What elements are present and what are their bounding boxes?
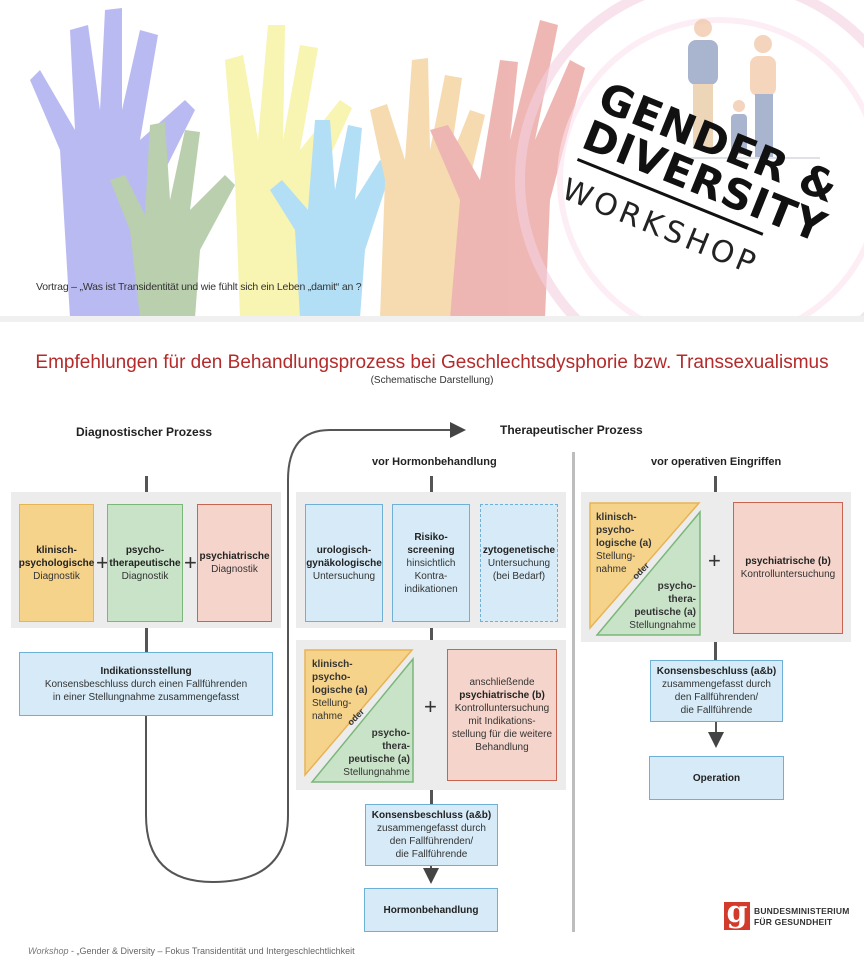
plus-sign: + [96, 550, 109, 575]
triangle-b-bold: psycho- thera- peutische (a) [634, 581, 696, 618]
ministry-name: BUNDESMINISTERIUM FÜR GESUNDHEIT [754, 906, 850, 928]
indication-title: Indikationsstellung [100, 665, 192, 677]
family-illustration [680, 19, 820, 159]
box-label-bold: psycho- therapeutische [109, 544, 181, 569]
box-label: Kontrolluntersuchung [740, 569, 836, 580]
box-psychotherapeutic-diagnostics: psycho- therapeutische Diagnostik [107, 504, 183, 622]
box-indication: Indikationsstellung Konsensbeschluss dur… [19, 652, 273, 716]
box-label-bold: psychiatrische (b) [459, 690, 545, 701]
box-label-bold: psychiatrische [199, 551, 270, 562]
triangle-b-text: Stellungnahme [343, 767, 410, 778]
box-label: Diagnostik [211, 564, 258, 575]
footer-workshop: Workshop [28, 946, 69, 956]
plus-sign: + [708, 548, 721, 573]
box-consensus-surgery: Konsensbeschluss (a&b) zusammengefasst d… [650, 660, 783, 722]
indication-line: in einer Stellungnahme zusammengefasst [52, 691, 240, 703]
consensus-title: Konsensbeschluss (a&b) [656, 666, 777, 677]
talk-caption: Vortrag – „Was ist Transidentität und wi… [36, 281, 362, 293]
ministry-line: BUNDESMINISTERIUM [754, 906, 850, 916]
triangle-clinical-psychological [589, 502, 701, 631]
consensus-text: zusammengefasst durch den Fallführenden/… [377, 823, 486, 860]
triangle-clinical-psychological [304, 649, 414, 778]
either-or-triangles [304, 649, 414, 783]
triangle-b-text: Stellungnahme [629, 620, 696, 631]
triangle-b-label: psycho- thera- peutische (a) Stellungnah… [616, 580, 696, 632]
either-or-triangles-surgery [589, 502, 701, 636]
hand-blue [270, 120, 392, 318]
triangle-b-bold: psycho- thera- peutische (a) [348, 728, 410, 765]
box-label: Untersuchung (bei Bedarf) [487, 557, 551, 582]
triangle-a-text: Stellung- nahme [312, 698, 352, 722]
box-psychiatric-control-hormone: anschließende psychiatrische (b) Kontrol… [447, 649, 557, 781]
heading-diagnostic: Diagnostischer Prozess [76, 425, 213, 439]
hand-green [110, 122, 235, 318]
diagram-subtitle: (Schematische Darstellung) [370, 375, 494, 386]
box-label: Diagnostik [121, 570, 169, 582]
triangle-a-bold: klinisch- psycho- logische (a) [312, 659, 368, 696]
box-label-bold: urologisch- gynäkologische [306, 544, 382, 569]
hand-red [430, 20, 585, 318]
box-hormone-therapy: Hormonbehandlung [364, 888, 498, 932]
heading-before-surgery: vor operativen Eingriffen [651, 456, 782, 468]
box-psychiatric-diagnostics: psychiatrische Diagnostik [197, 504, 272, 622]
box-operation: Operation [649, 756, 784, 800]
ministry-line: FÜR GESUNDHEIT [754, 917, 833, 927]
plus-sign: + [184, 550, 197, 575]
result-label: Hormonbehandlung [383, 904, 479, 916]
box-label: hinsichtlich Kontra- indikationen [404, 557, 458, 595]
triangle-a-label: klinisch- psycho- logische (a) Stellung-… [312, 658, 368, 723]
footer-text: - „Gender & Diversity – Fokus Transident… [68, 946, 355, 956]
box-label-pre: anschließende [469, 677, 535, 688]
box-consensus-hormone: Konsensbeschluss (a&b) zusammengefasst d… [365, 804, 498, 866]
triangle-psychotherapeutic [310, 656, 414, 783]
triangle-psychotherapeutic [595, 509, 701, 636]
box-label-bold: klinisch- psychologische [18, 544, 95, 569]
box-label-bold: Risiko- screening [407, 531, 455, 556]
ministry-logo-icon: g [724, 898, 750, 930]
footer-caption: Workshop - „Gender & Diversity – Fokus T… [28, 946, 355, 956]
indication-line: Konsensbeschluss durch einen Fallführend… [44, 678, 248, 690]
heading-before-hormone: vor Hormonbehandlung [372, 456, 497, 468]
result-label: Operation [692, 772, 741, 784]
plus-sign: + [424, 694, 437, 719]
box-label-bold: psychiatrische (b) [745, 556, 831, 567]
section-separator [0, 316, 864, 322]
triangle-a-text: Stellung- nahme [596, 551, 636, 575]
box-urological-gynecological: urologisch- gynäkologische Untersuchung [305, 504, 383, 622]
triangle-b-label: psycho- thera- peutische (a) Stellungnah… [330, 727, 410, 779]
box-psychiatric-control-surgery: psychiatrische (b) Kontrolluntersuchung [733, 502, 843, 634]
triangle-a-bold: klinisch- psycho- logische (a) [596, 512, 652, 549]
hand-purple [30, 8, 195, 318]
box-clinical-psychological-diagnostics: klinisch- psychologische Diagnostik [19, 504, 94, 622]
triangle-a-label: klinisch- psycho- logische (a) Stellung-… [596, 511, 652, 576]
box-label: Diagnostik [33, 570, 80, 582]
box-label: Untersuchung [312, 570, 376, 582]
box-cytogenetic-optional: zytogenetische Untersuchung (bei Bedarf) [480, 504, 558, 622]
workshop-banner: GENDER & DIVERSITY WORKSHOP Vortrag – „W… [0, 0, 864, 318]
box-label: Kontrolluntersuchung mit Indikations- st… [451, 703, 553, 753]
raised-hands-illustration [30, 0, 864, 318]
consensus-title: Konsensbeschluss (a&b) [371, 810, 492, 821]
return-loop-connector [145, 422, 466, 884]
consensus-text: zusammengefasst durch den Fallführenden/… [662, 679, 771, 716]
diagram-title: Empfehlungen für den Behandlungsprozess … [35, 352, 829, 373]
box-label-bold: zytogenetische [482, 544, 556, 556]
hand-yellow [225, 25, 352, 318]
box-risk-screening: Risiko- screening hinsichtlich Kontra- i… [392, 504, 470, 622]
heading-therapeutic: Therapeutischer Prozess [500, 423, 643, 437]
